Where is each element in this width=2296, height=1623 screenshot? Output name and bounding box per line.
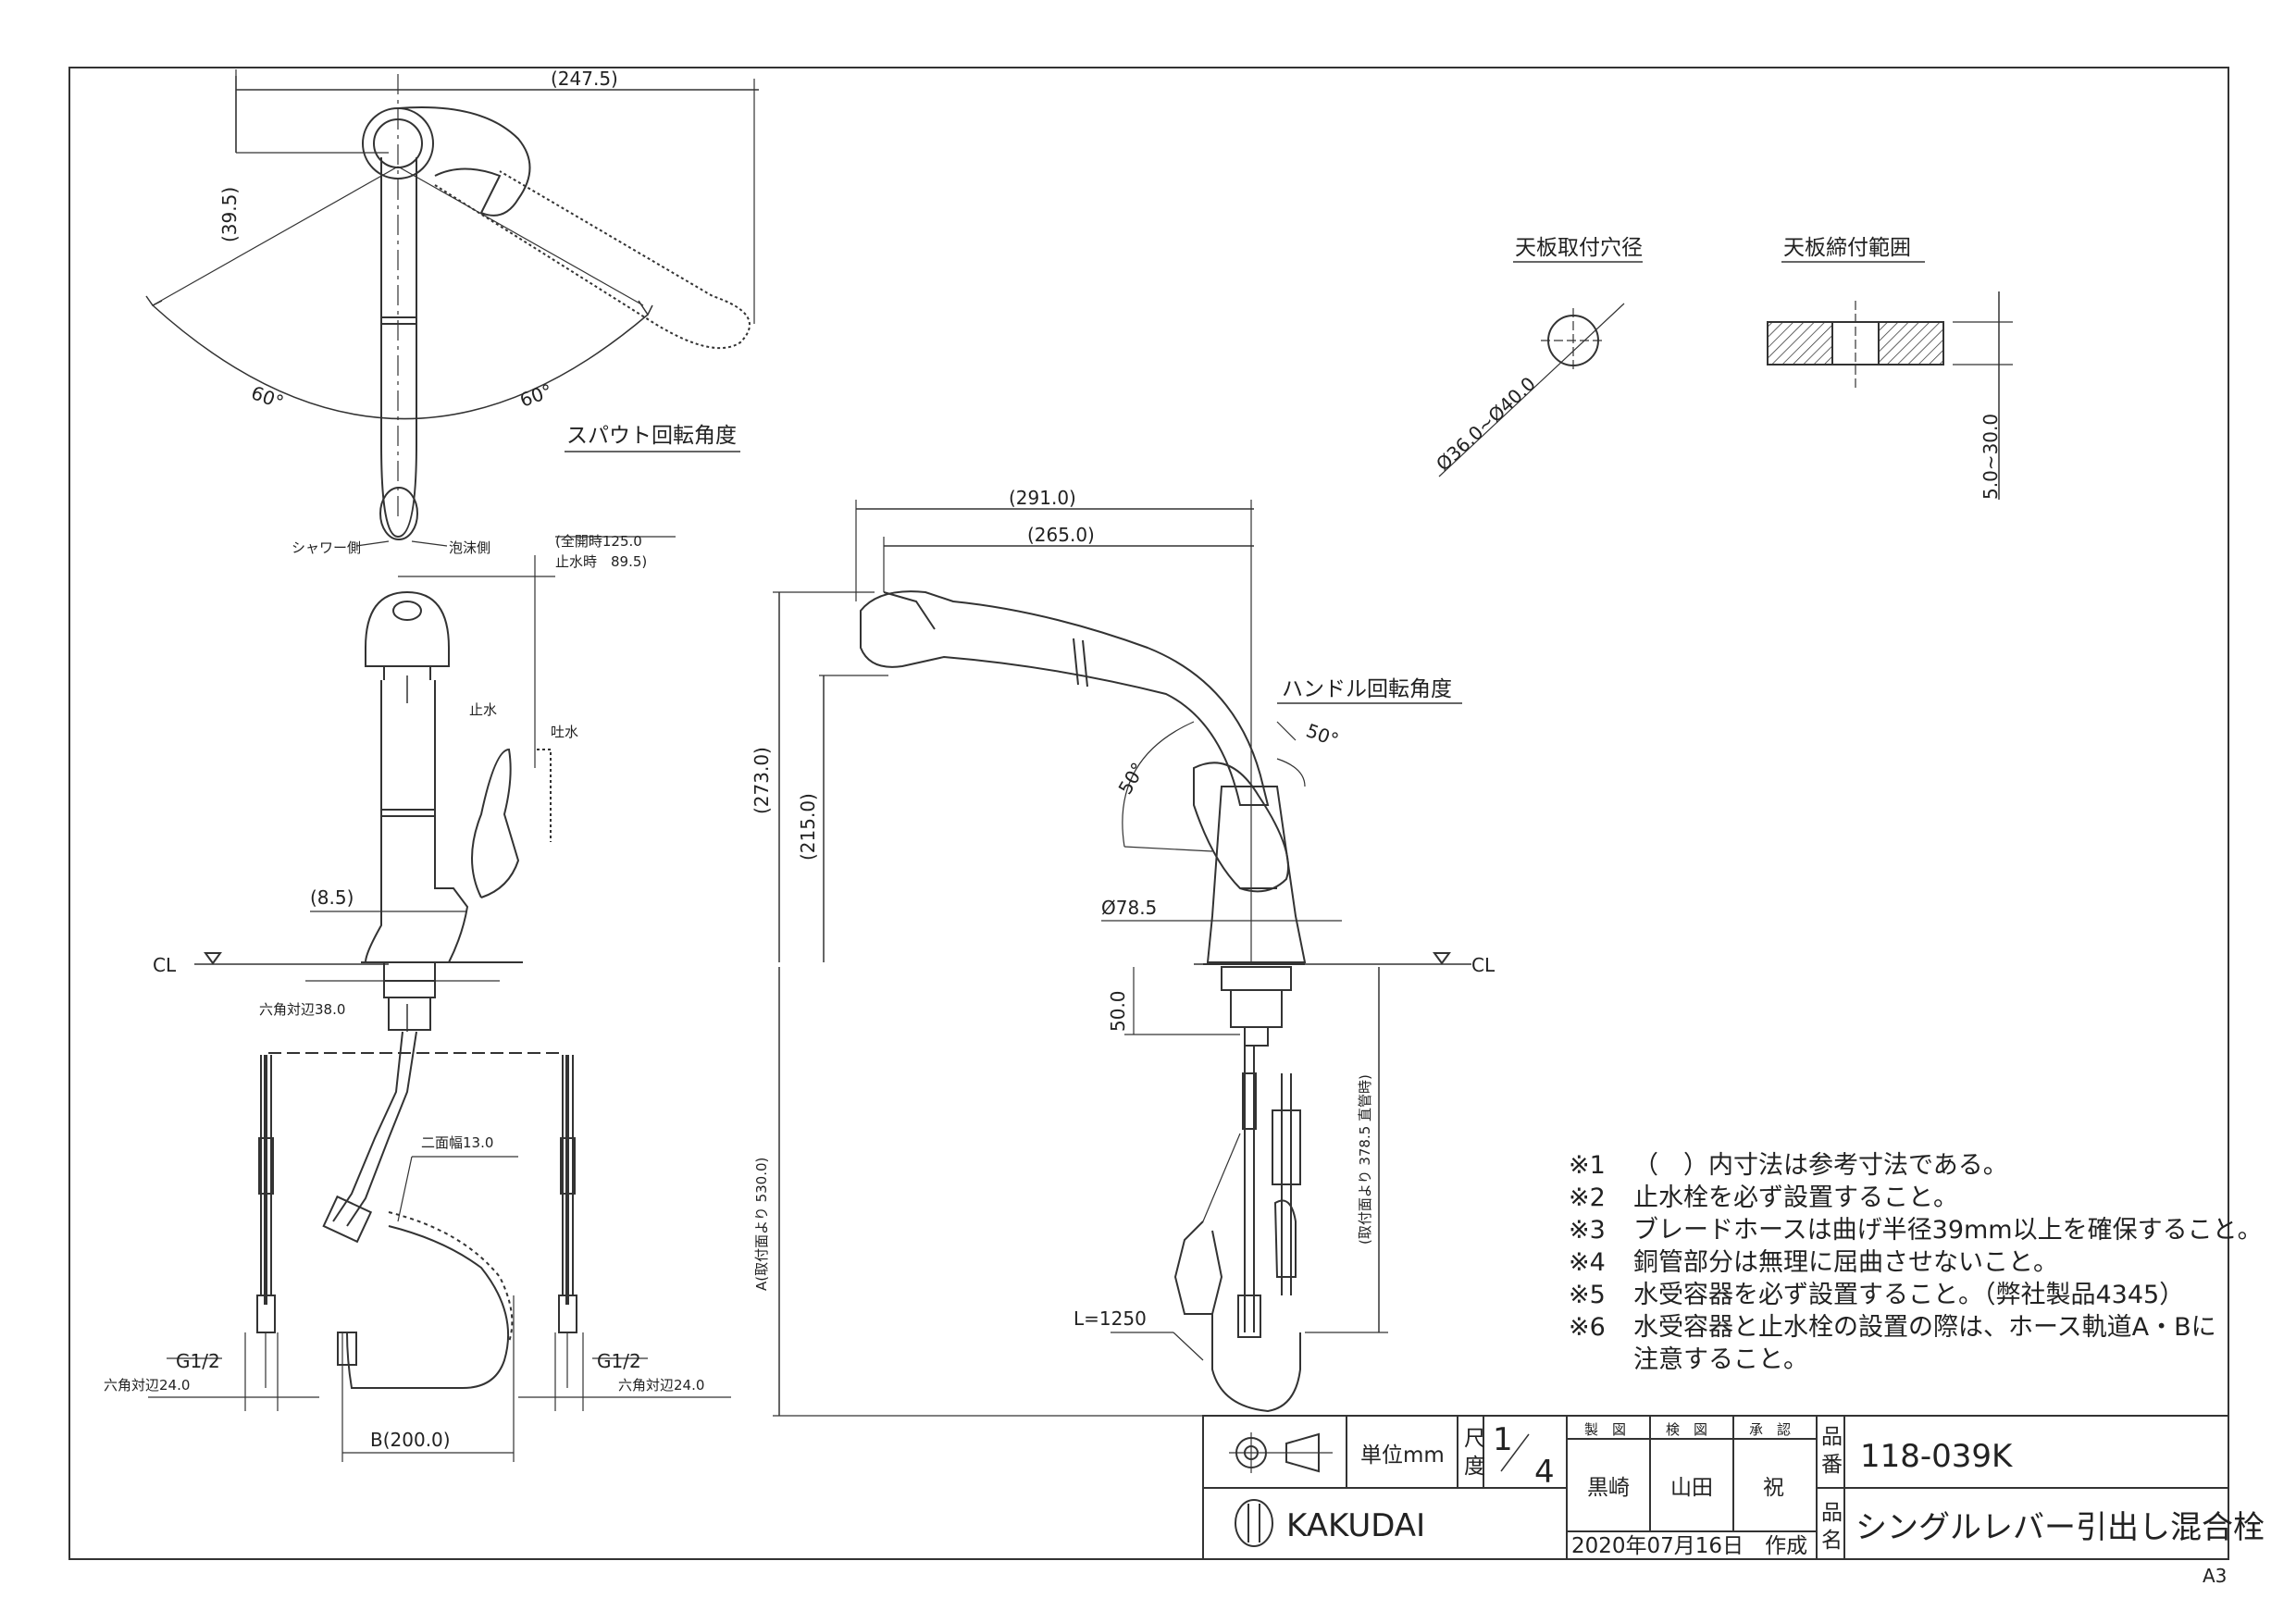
made-by: 黒崎	[1587, 1476, 1630, 1500]
brand-logo: KAKUDAI	[1286, 1507, 1425, 1544]
dim-b: B(200.0)	[370, 1429, 451, 1451]
dim-378: (取付面より 378.5 直管時)	[1357, 1074, 1373, 1245]
clamp-title: 天板締付範囲	[1783, 236, 1911, 260]
hex-top: 六角対辺38.0	[259, 1001, 345, 1018]
note-mark: ※6	[1569, 1313, 1606, 1342]
scale-numerator: 1	[1493, 1421, 1513, 1458]
dim-247: (247.5)	[551, 68, 618, 90]
g-left: G1/2	[176, 1350, 220, 1372]
clamp-dim: 5.0~30.0	[1980, 414, 2002, 500]
scale-label: 尺	[1464, 1427, 1485, 1451]
dia-base: Ø78.5	[1101, 897, 1157, 919]
spout-angle-title: スパウト回転角度	[566, 424, 737, 448]
drawing-date: 2020年07月16日 作成	[1571, 1534, 1807, 1558]
dim-291: (291.0)	[1009, 487, 1076, 509]
scale-denominator: 4	[1534, 1454, 1555, 1491]
approved-by: 祝	[1763, 1476, 1784, 1500]
note-text: ブレードホースは曲げ半径39mm以上を確保すること。	[1633, 1216, 2263, 1245]
note-text: 水受容器と止水栓の設置の際は、ホース軌道A・Bに	[1633, 1313, 2216, 1342]
stop-time: 止水時 89.5)	[555, 553, 647, 570]
title-block	[1202, 1415, 2229, 1560]
shower-side: シャワー側	[292, 539, 361, 556]
note-text: 水受容器を必ず設置すること。（弊社製品4345）	[1633, 1281, 2184, 1309]
hole-detail	[1438, 261, 1643, 477]
g-right: G1/2	[597, 1350, 641, 1372]
handle-angle-title: ハンドル回転角度	[1282, 677, 1452, 701]
foam-side: 泡沫側	[449, 539, 490, 556]
label-stop: 止水	[469, 701, 497, 718]
note-mark: ※1	[1569, 1151, 1606, 1180]
sheet-size: A3	[2203, 1565, 2227, 1587]
angle-50-right: 50°	[1303, 719, 1342, 751]
label-discharge: 吐水	[551, 724, 578, 740]
angle-50-left: 50°	[1114, 759, 1150, 799]
side-view	[773, 500, 1471, 1417]
unit-label: 単位mm	[1360, 1443, 1445, 1468]
col-checked: 検 図	[1666, 1421, 1707, 1438]
note-text: （ ）内寸法は参考寸法である。	[1633, 1151, 2008, 1180]
notes: ※1 （ ）内寸法は参考寸法である。 ※2 止水栓を必ず設置すること。 ※3 ブ…	[1569, 1151, 2263, 1374]
dim-50: 50.0	[1107, 990, 1129, 1032]
note-mark: ※5	[1569, 1281, 1606, 1309]
note-mark: ※2	[1569, 1183, 1606, 1212]
name-label: 名	[1821, 1529, 1843, 1553]
name-label: 品	[1821, 1501, 1843, 1525]
note-mark: ※4	[1569, 1248, 1606, 1277]
note-text: 止水栓を必ず設置すること。	[1633, 1183, 1958, 1212]
title-block-text: 単位mm 尺 度 1 4 製 図 検 図 承 認 黒崎 山田 祝 品 番 118…	[1286, 1421, 2265, 1558]
angle-right: 60°	[517, 379, 556, 412]
hex-left: 六角対辺24.0	[104, 1377, 190, 1394]
top-view	[145, 69, 759, 540]
dim-39: (39.5)	[218, 187, 241, 242]
cl-left: CL	[153, 954, 177, 976]
note-text: 銅管部分は無理に屈曲させないこと。	[1633, 1248, 2058, 1277]
col-approved: 承 認	[1749, 1421, 1791, 1438]
open-full: (全開時125.0	[555, 533, 642, 550]
clamp-detail	[1767, 261, 2013, 500]
note-mark: ※3	[1569, 1216, 1606, 1245]
dim-a: A(取付面より 530.0)	[753, 1158, 770, 1291]
col-made: 製 図	[1584, 1421, 1626, 1438]
dim-215: (215.0)	[797, 793, 819, 861]
hose-length: L=1250	[1074, 1307, 1147, 1330]
sheet-border	[68, 67, 2229, 1560]
hole-title: 天板取付穴径	[1515, 236, 1643, 260]
two-face: 二面幅13.0	[421, 1134, 493, 1151]
note-text: 注意すること。	[1633, 1345, 1808, 1374]
checked-by: 山田	[1670, 1476, 1713, 1500]
cl-right: CL	[1471, 954, 1496, 976]
dim-265: (265.0)	[1027, 524, 1095, 546]
dim-273: (273.0)	[751, 747, 773, 814]
part-no-label: 番	[1821, 1453, 1843, 1477]
scale-label: 度	[1464, 1455, 1485, 1479]
hole-dim: Ø36.0~Ø40.0	[1432, 372, 1540, 475]
part-no-label: 品	[1821, 1425, 1843, 1449]
angle-left: 60°	[248, 381, 287, 414]
part-no: 118-039K	[1860, 1438, 2014, 1475]
hex-right: 六角対辺24.0	[618, 1377, 704, 1394]
product-name: シングルレバー引出し混合栓	[1855, 1509, 2265, 1546]
dim-offset: (8.5)	[310, 886, 354, 909]
front-view	[148, 536, 731, 1462]
